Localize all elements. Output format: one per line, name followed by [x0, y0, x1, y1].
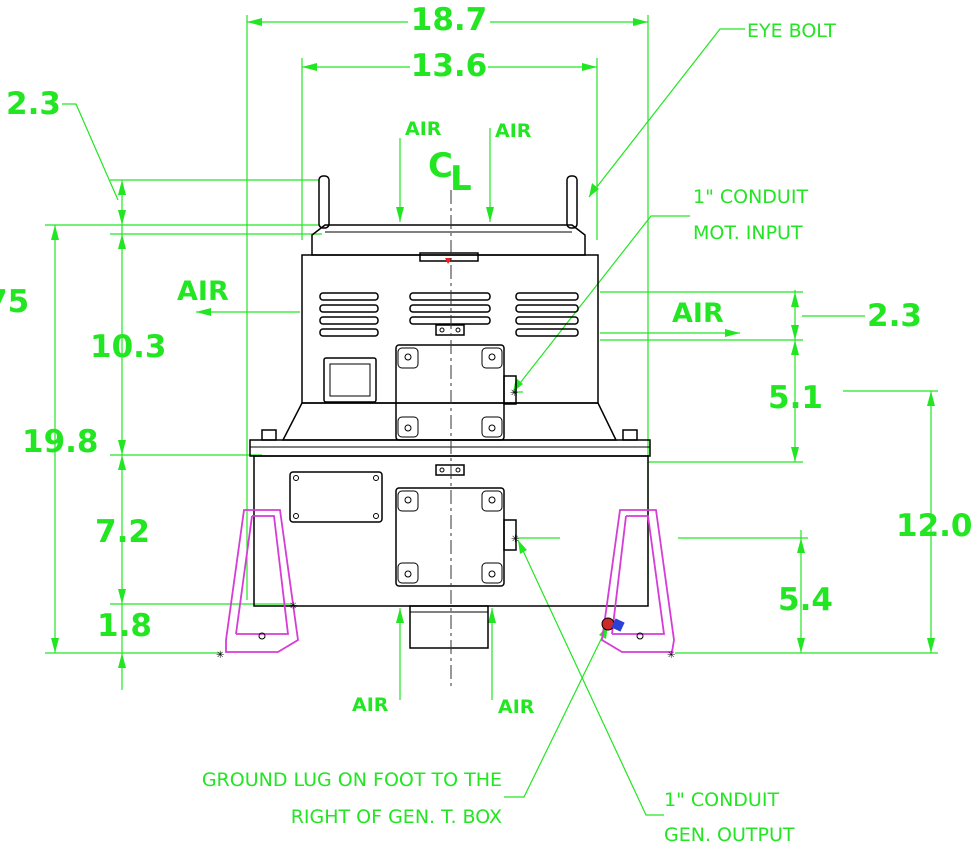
air-labels: AIR AIR AIR AIR AIR AIR [177, 118, 724, 718]
mounting-feet: ✳ ✳ ✳ ✳ ✳ [216, 388, 675, 661]
machine-outline [249, 175, 651, 649]
right-foot [601, 509, 675, 653]
left-eye-bolt [318, 175, 330, 229]
dimension-values: 18.7 13.6 2.3 75 10.3 19.8 7.2 1.8 2.3 5… [0, 2, 973, 644]
dim-eye-bolt-offset: 2.3 [6, 86, 61, 122]
centerline-l: L [450, 159, 472, 199]
air-label-bottom-right: AIR [498, 696, 535, 718]
svg-text:✳: ✳ [511, 534, 519, 545]
note-gen-conduit-line1: 1" CONDUIT [664, 789, 779, 811]
vent-center [409, 292, 491, 325]
ground-lug [601, 617, 625, 632]
note-ground-lug-line1: GROUND LUG ON FOOT TO THE [202, 769, 502, 791]
dim-right-vent-height: 2.3 [867, 298, 922, 334]
svg-text:✳: ✳ [510, 388, 518, 399]
air-label-right: AIR [672, 298, 724, 329]
dim-total-height: 75 [0, 284, 29, 320]
air-label-left: AIR [177, 276, 229, 307]
air-label-top-right: AIR [495, 120, 532, 142]
air-label-bottom-left: AIR [352, 694, 389, 716]
right-eye-bolt [566, 175, 578, 229]
note-eye-bolt: EYE BOLT [747, 20, 836, 42]
dim-lower-height: 7.2 [95, 514, 150, 550]
svg-text:✳: ✳ [289, 601, 297, 612]
air-label-top-left: AIR [405, 118, 442, 140]
dim-gen-conduit-height: 5.4 [778, 582, 833, 618]
dim-upper-height: 10.3 [90, 329, 167, 365]
dim-foot-height: 1.8 [97, 608, 152, 644]
dimension-lines [45, 15, 938, 816]
svg-text:✳: ✳ [216, 650, 224, 661]
dim-mid-height: 19.8 [22, 424, 99, 460]
dim-conduit-height-total: 12.0 [896, 508, 973, 544]
svg-text:✳: ✳ [667, 650, 675, 661]
dim-inner-width: 13.6 [411, 48, 488, 84]
centerline-c: C [428, 146, 453, 186]
vent-left [319, 292, 379, 337]
dim-motor-conduit-height: 5.1 [768, 380, 823, 416]
left-foot [225, 509, 299, 653]
centerline-symbol: C L [428, 146, 472, 199]
note-motor-conduit-line2: MOT. INPUT [693, 222, 803, 244]
vent-right [515, 292, 579, 337]
note-ground-lug-line2: RIGHT OF GEN. T. BOX [291, 806, 502, 828]
motor-terminal-box [395, 344, 505, 441]
notes: EYE BOLT 1" CONDUIT MOT. INPUT 1" CONDUI… [202, 20, 836, 846]
dim-overall-width: 18.7 [411, 2, 488, 38]
note-gen-conduit-line2: GEN. OUTPUT [664, 824, 795, 846]
generator-terminal-box [395, 487, 505, 587]
note-motor-conduit-line1: 1" CONDUIT [693, 186, 808, 208]
